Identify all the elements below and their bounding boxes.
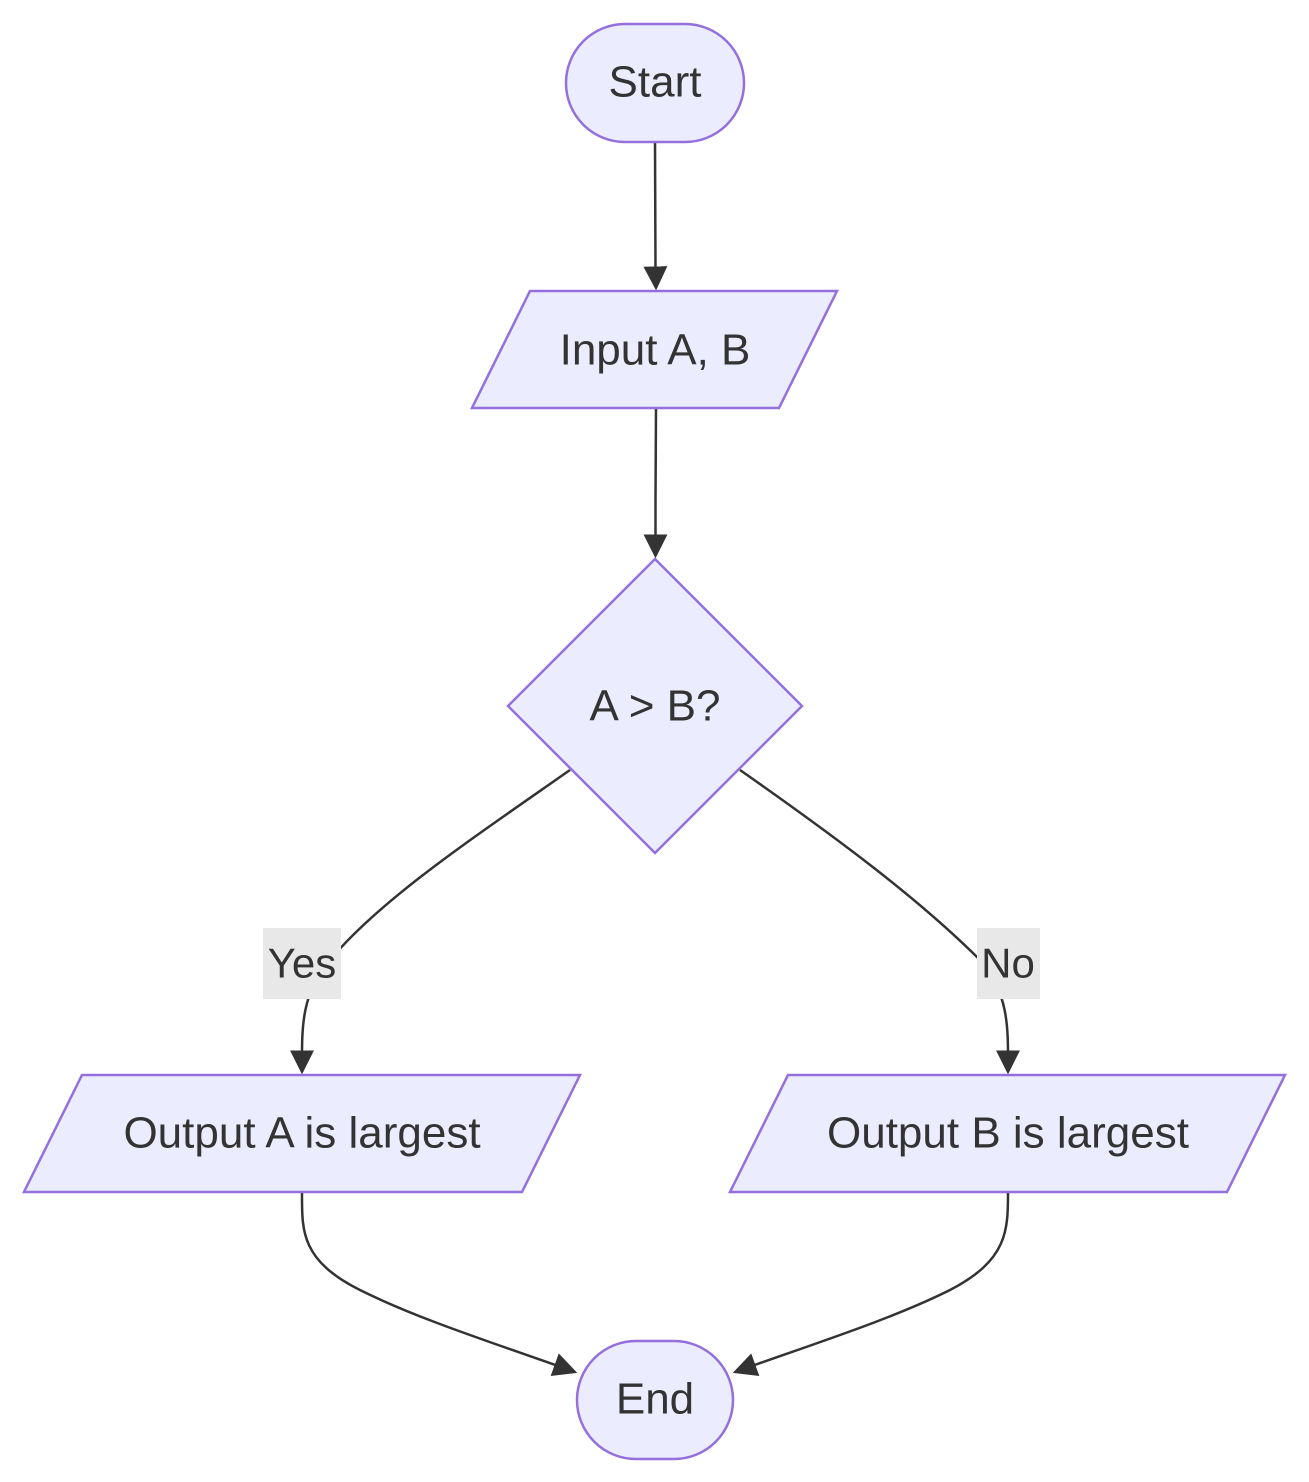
start-label: Start	[609, 58, 702, 107]
output-a-parallelogram-shape	[21, 1073, 583, 1194]
node-end: End	[575, 1339, 735, 1461]
edge-label-no-background	[977, 928, 1040, 999]
output-b-label: Output B is largest	[827, 1109, 1189, 1158]
start-terminal-shape	[564, 22, 746, 144]
input-label: Input A, B	[560, 326, 751, 375]
edge-output-a-to-end	[300, 1191, 578, 1376]
end-terminal-shape	[575, 1339, 735, 1461]
node-start: Start	[564, 22, 746, 144]
node-decision: A > B?	[506, 557, 804, 855]
node-output-a: Output A is largest	[21, 1073, 583, 1194]
decision-label: A > B?	[590, 682, 721, 731]
decision-diamond-shape	[506, 557, 804, 855]
node-output-b: Output B is largest	[727, 1073, 1288, 1194]
edge-label-no: No	[977, 928, 1040, 999]
node-input: Input A, B	[469, 289, 840, 410]
input-parallelogram-shape	[469, 289, 840, 410]
edge-input-to-decision	[643, 407, 668, 559]
output-b-parallelogram-shape	[727, 1073, 1288, 1194]
edges	[289, 141, 1021, 1376]
edge-label-yes-background	[263, 928, 341, 999]
edge-start-to-input	[643, 141, 668, 291]
edge-decision-to-output-b	[739, 768, 1021, 1075]
edge-output-b-to-end	[732, 1191, 1010, 1376]
edge-label-yes: Yes	[263, 928, 341, 999]
edge-label-yes-text: Yes	[268, 940, 337, 987]
end-label: End	[616, 1375, 694, 1424]
edge-label-no-text: No	[981, 940, 1035, 987]
output-a-label: Output A is largest	[123, 1109, 480, 1158]
edge-decision-to-output-a	[289, 768, 571, 1075]
